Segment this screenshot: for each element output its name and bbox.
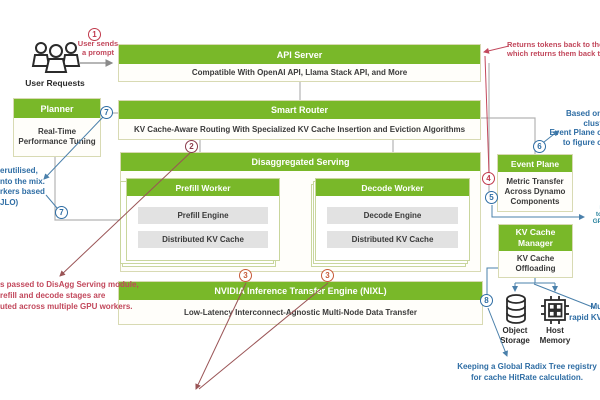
decode-kv-cache-box: Distributed KV Cache [327,231,458,248]
user-requests-icon [30,40,82,81]
host-memory-label: Host Memory [539,326,571,345]
nixl-subtitle: Low-Latency Interconnect-Agnostic Multi-… [184,307,417,317]
step-1-annotation: User sends a prompt [77,39,119,57]
planner-box: Planner Real-Time Performance Tuning [13,98,101,157]
disagg-serving-title: Disaggregated Serving [121,153,480,171]
smart-router-box: Smart Router KV Cache-Aware Routing With… [118,100,481,140]
host-memory-icon [541,296,569,329]
event-plane-title: Event Plane [498,155,572,172]
event-plane-subtitle: Metric Transfer Across Dynamo Components [504,176,566,206]
object-storage-icon [505,294,527,329]
step-2-badge: 2 [185,140,198,153]
object-storage-label: Object Storage [500,326,530,345]
planner-subtitle: Real-Time Performance Tuning [18,127,96,146]
smart-router-title: Smart Router [119,101,480,119]
api-server-title: API Server [119,45,480,64]
step-5-badge: 5 [485,191,498,204]
kv-cache-manager-box: KV Cache Manager KV Cache Offloading [498,224,573,278]
step-3-badge-right: 3 [321,269,334,282]
api-server-subtitle: Compatible With OpenAI API, Llama Stack … [191,68,408,77]
step-3-badge-left: 3 [239,269,252,282]
step-4-badge: 4 [482,172,495,185]
radix-tree-annotation: Keeping a Global Radix Tree registry for… [457,362,597,382]
prefill-engine-box: Prefill Engine [138,207,268,224]
decode-engine-box: Decode Engine [327,207,458,224]
decode-worker-title: Decode Worker [316,179,469,196]
planner-title: Planner [14,99,100,118]
step-8-badge: 8 [480,294,493,307]
rapid-kv-annotation: Mu rapid KV [569,302,600,322]
smart-router-subtitle: KV Cache-Aware Routing With Specialized … [133,124,466,134]
kv-cache-manager-title: KV Cache Manager [499,225,572,251]
gpu-annotation: r to GP [592,204,600,225]
returns-tokens-annotation: Returns tokens back to the AP which retu… [507,40,600,58]
nixl-title: NVIDIA Inference Transfer Engine (NIXL) [119,282,482,300]
prefill-kv-cache-box: Distributed KV Cache [138,231,268,248]
step-6-badge: 6 [533,140,546,153]
user-requests-label: User Requests [25,78,85,88]
prefill-worker-title: Prefill Worker [127,179,279,196]
disagg-annotation: s passed to DisAgg Serving module, refil… [0,280,139,311]
nixl-box: NVIDIA Inference Transfer Engine (NIXL) … [118,281,483,325]
step-1-badge: 1 [88,28,101,41]
event-plane-box: Event Plane Metric Transfer Across Dynam… [497,154,573,212]
event-plane-annotation: Based on clust Event Plane o to figure o [549,109,600,147]
planner-annotation: erutilised, nto the mix. rkers based JLO… [0,166,45,207]
api-server-box: API Server Compatible With OpenAI API, L… [118,44,481,82]
kv-cache-offloading-subtitle: KV Cache Offloading [515,254,556,273]
step-7-badge-bottom: 7 [55,206,68,219]
step-7-badge-top: 7 [100,106,113,119]
